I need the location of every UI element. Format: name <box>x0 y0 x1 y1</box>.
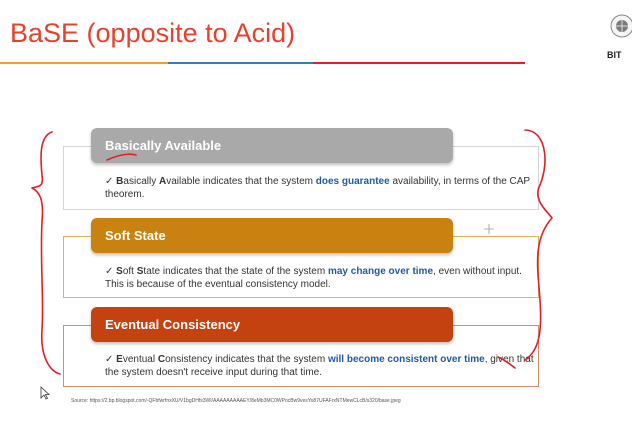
check-mark: ✓ <box>105 266 114 277</box>
slide-title: BaSE (opposite to Acid) <box>10 18 296 48</box>
section-text-eventual-consistency: ✓ Eventual Consistency indicates that th… <box>105 354 534 378</box>
section-heading-soft-state: Soft State <box>91 218 453 253</box>
check-mark: ✓ <box>105 354 114 365</box>
title-rule-blue <box>168 62 313 64</box>
title-rule-orange <box>0 62 168 64</box>
source-citation: Source: https://2.bp.blogspot.com/-QFbfw… <box>71 398 401 404</box>
section-heading-eventual-consistency: Eventual Consistency <box>91 307 453 342</box>
check-mark: ✓ <box>105 176 114 187</box>
section-text-basically-available: ✓ Basically Available indicates that the… <box>105 176 530 200</box>
mouse-cursor-icon <box>40 386 50 400</box>
left-brace-annotation <box>31 131 61 375</box>
logo-text: BIT <box>607 50 622 60</box>
title-rule-red <box>313 62 525 64</box>
section-text-soft-state: ✓ Soft State indicates that the state of… <box>105 266 522 290</box>
university-crest-icon <box>610 14 632 38</box>
section-heading-basically-available: Basically Available <box>91 128 453 163</box>
crosshair-icon <box>484 224 494 234</box>
